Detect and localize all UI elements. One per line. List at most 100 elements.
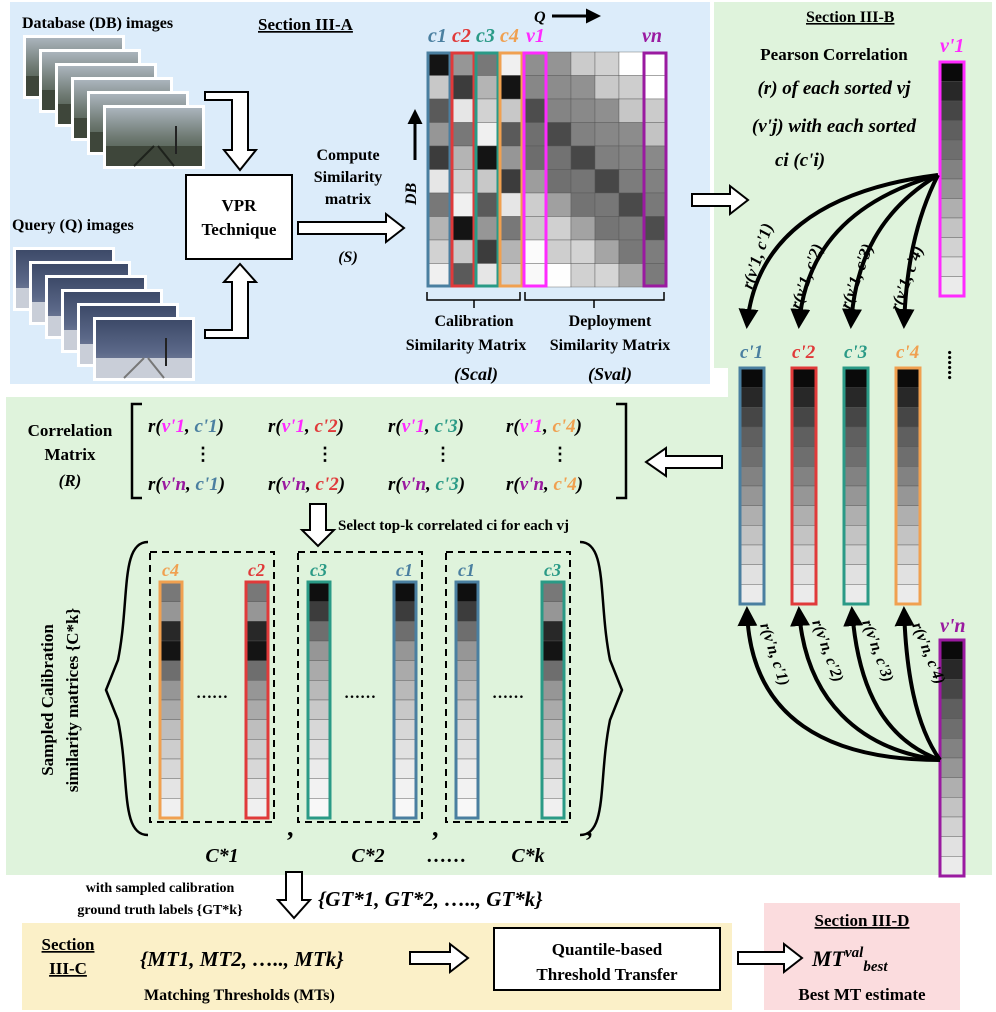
sampled-column-c4	[158, 580, 184, 820]
vn-prime-label: v'n	[940, 615, 966, 637]
sampled-label-c1: c1	[458, 560, 475, 580]
sorted-label-c2: c'2	[792, 342, 816, 363]
col-header-v1: v1	[526, 25, 545, 47]
correlation-row-n: r(v'n, c'1)r(v'n, c'2)r(v'n, c'3)r(v'n, …	[148, 474, 583, 495]
section-b-desc-line4: ci (c'i)	[775, 150, 825, 171]
corr-label-line1: Correlation	[28, 421, 113, 440]
matrix-column-c4-outline	[498, 51, 524, 288]
vdots-1: ⋮	[194, 444, 212, 464]
to-section-b-arrow	[691, 183, 750, 217]
col-header-c3: c3	[476, 25, 495, 47]
column-headers: c1 c2 c3 c4 v1 vn	[428, 25, 662, 47]
v1-prime-cells	[938, 60, 966, 298]
query-to-vpr-arrow	[204, 262, 259, 339]
vpr-label-line1: VPR	[222, 196, 258, 215]
corr-label-line3: (R)	[59, 471, 82, 490]
sampled-column-c3	[540, 580, 566, 820]
compute-line3: matrix	[325, 191, 371, 208]
sampled-label-c3: c3	[310, 560, 327, 580]
section-c-title-line1: Section	[42, 935, 95, 954]
transfer-line2: Threshold Transfer	[536, 965, 678, 984]
photo-frame	[103, 105, 205, 169]
calibration-symbol: (Scal)	[454, 364, 498, 385]
correlation-entry: r(v'1, c'2)	[268, 416, 344, 437]
transfer-to-estimate-arrow	[737, 941, 804, 975]
db-images-caption: Database (DB) images	[22, 15, 173, 32]
between-groups-dots: ……	[426, 845, 466, 867]
gt-set: {GT*1, GT*2, ….., GT*k}	[318, 887, 543, 911]
svg-text:,: ,	[586, 813, 593, 842]
sampled-label-c4: c4	[162, 560, 179, 580]
sampled-column-c2	[244, 580, 270, 820]
mt-to-transfer-arrow	[409, 941, 470, 975]
corr-label-line2: Matrix	[45, 445, 96, 464]
mt-set: {MT1, MT2, ….., MTk}	[140, 947, 344, 971]
calibration-brace	[426, 292, 521, 308]
group-name-2: C*2	[351, 845, 384, 867]
section-b-to-corr-arrow	[644, 446, 723, 478]
v1-prime-label: v'1	[940, 35, 964, 57]
group-dots: ……	[492, 685, 524, 702]
gt-caption-line1: with sampled calibration	[86, 881, 235, 896]
mt-caption: Matching Thresholds (MTs)	[144, 987, 335, 1004]
section-d-title: Section III-D	[815, 911, 910, 930]
correlation-entry: r(v'1, c'1)	[148, 416, 224, 437]
section-c-title-line2: III-C	[49, 959, 87, 978]
compute-symbol: (S)	[338, 249, 358, 266]
sampled-group: c1 c3 ……	[445, 551, 571, 823]
sampled-left-brace	[104, 540, 149, 837]
compute-line1: Compute	[316, 147, 379, 164]
sampled-column-c1	[392, 580, 418, 820]
group-dots: ……	[196, 685, 228, 702]
sampled-column-c1	[454, 580, 480, 820]
query-images-caption: Query (Q) images	[12, 217, 134, 234]
group-name-1: C*1	[205, 845, 238, 867]
sampled-label-c3: c3	[544, 560, 561, 580]
col-header-vn: vn	[642, 25, 662, 47]
bottom-correlation-arrows	[737, 606, 942, 762]
db-to-vpr-arrow	[204, 91, 259, 172]
deployment-line1: Deployment	[569, 313, 652, 330]
sorted-column-c4	[894, 366, 922, 606]
query-axis-label: Q	[534, 9, 546, 26]
sorted-label-c1: c'1	[740, 342, 763, 363]
sorted-column-c3	[842, 366, 870, 606]
calibration-line2: Similarity Matrix	[406, 337, 526, 354]
sorted-label-c4: c'4	[896, 342, 919, 363]
db-axis-label: DB	[403, 182, 420, 206]
gt-caption-line2: ground truth labels {GT*k}	[77, 903, 243, 918]
matrix-column-c2-outline	[450, 51, 476, 288]
sampled-label-line2: similarity matrices {C*k}	[63, 608, 82, 793]
correlation-entry: r(v'n, c'3)	[388, 474, 465, 495]
section-b-desc-line1: Pearson Correlation	[760, 45, 908, 64]
correlation-entry: r(v'1, c'4)	[506, 416, 582, 437]
photo-frame	[93, 317, 195, 381]
group-commas: , , ,	[287, 813, 593, 842]
correlation-entry: r(v'n, c'4)	[506, 474, 583, 495]
correlation-entry: r(v'n, c'2)	[268, 474, 345, 495]
database-image-stack	[23, 35, 205, 169]
matrix-right-bracket	[616, 402, 628, 500]
sampled-column-c3	[306, 580, 332, 820]
correlation-panel	[6, 397, 728, 875]
deployment-symbol: (Sval)	[588, 364, 632, 385]
compute-line2: Similarity	[314, 169, 382, 186]
sorted-column-c2	[790, 366, 818, 606]
section-d-caption: Best MT estimate	[798, 985, 926, 1004]
sorted-label-c3: c'3	[844, 342, 867, 363]
query-image-stack	[13, 247, 195, 381]
sorted-column-labels: c'1 c'2 c'3 c'4	[740, 342, 919, 363]
group-dots: ……	[344, 685, 376, 702]
section-b-desc-line3: (v'j) with each sorted	[752, 116, 917, 137]
svg-text:,: ,	[287, 813, 294, 842]
sampled-right-brace	[579, 540, 624, 837]
sorted-column-c1	[738, 366, 766, 606]
sorted-v1-vector	[938, 60, 966, 298]
calibration-line1: Calibration	[434, 313, 513, 330]
similarity-matrix	[426, 51, 668, 288]
correlation-entry: r(v'1, c'3)	[388, 416, 464, 437]
col-header-c1: c1	[428, 25, 447, 47]
deployment-line2: Similarity Matrix	[550, 337, 670, 354]
